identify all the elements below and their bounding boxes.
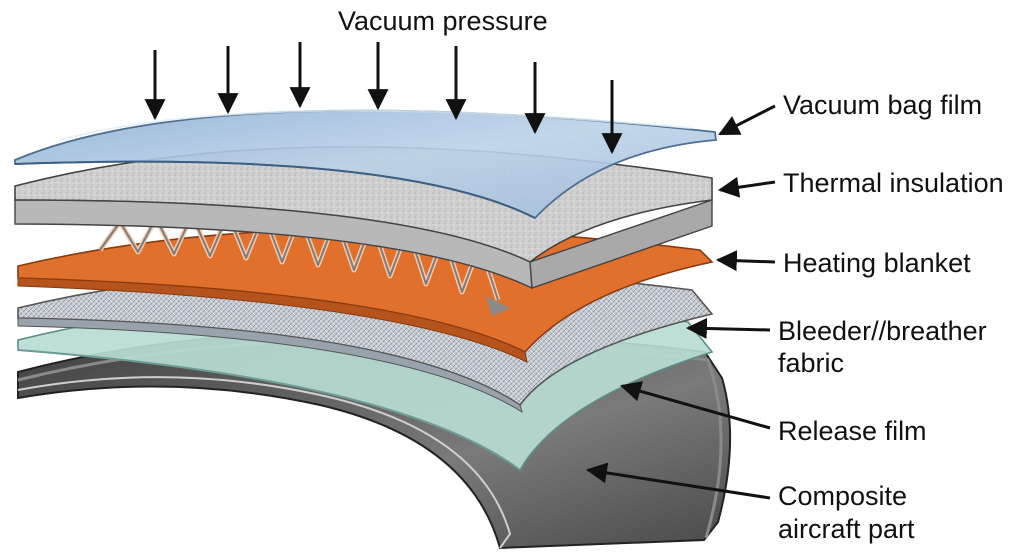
label-release-film: Release film <box>778 416 927 446</box>
callout-leaders <box>585 104 776 500</box>
label-composite-line2: aircraft part <box>778 514 915 544</box>
label-bleeder-line2: fabric <box>778 348 844 378</box>
leader-thermal-insulation <box>717 176 776 198</box>
label-thermal-insulation: Thermal insulation <box>783 168 1004 198</box>
vacuum-bag-film-layer <box>14 109 718 220</box>
label-bleeder-line1: Bleeder//breather <box>778 316 987 346</box>
leader-heating-blanket <box>715 250 776 272</box>
diagram-title: Vacuum pressure <box>338 6 548 36</box>
heating-element-arrowhead <box>486 296 510 316</box>
leader-vacuum-bag-film <box>718 104 776 136</box>
leader-bleeder-fabric <box>685 317 771 339</box>
vacuum-pressure-arrows <box>144 42 623 155</box>
label-heating-blanket: Heating blanket <box>783 248 971 278</box>
label-composite-line1: Composite <box>778 481 907 511</box>
label-vacuum-bag-film: Vacuum bag film <box>783 90 982 120</box>
leader-release-film <box>619 381 771 430</box>
leader-composite-part <box>585 462 771 500</box>
